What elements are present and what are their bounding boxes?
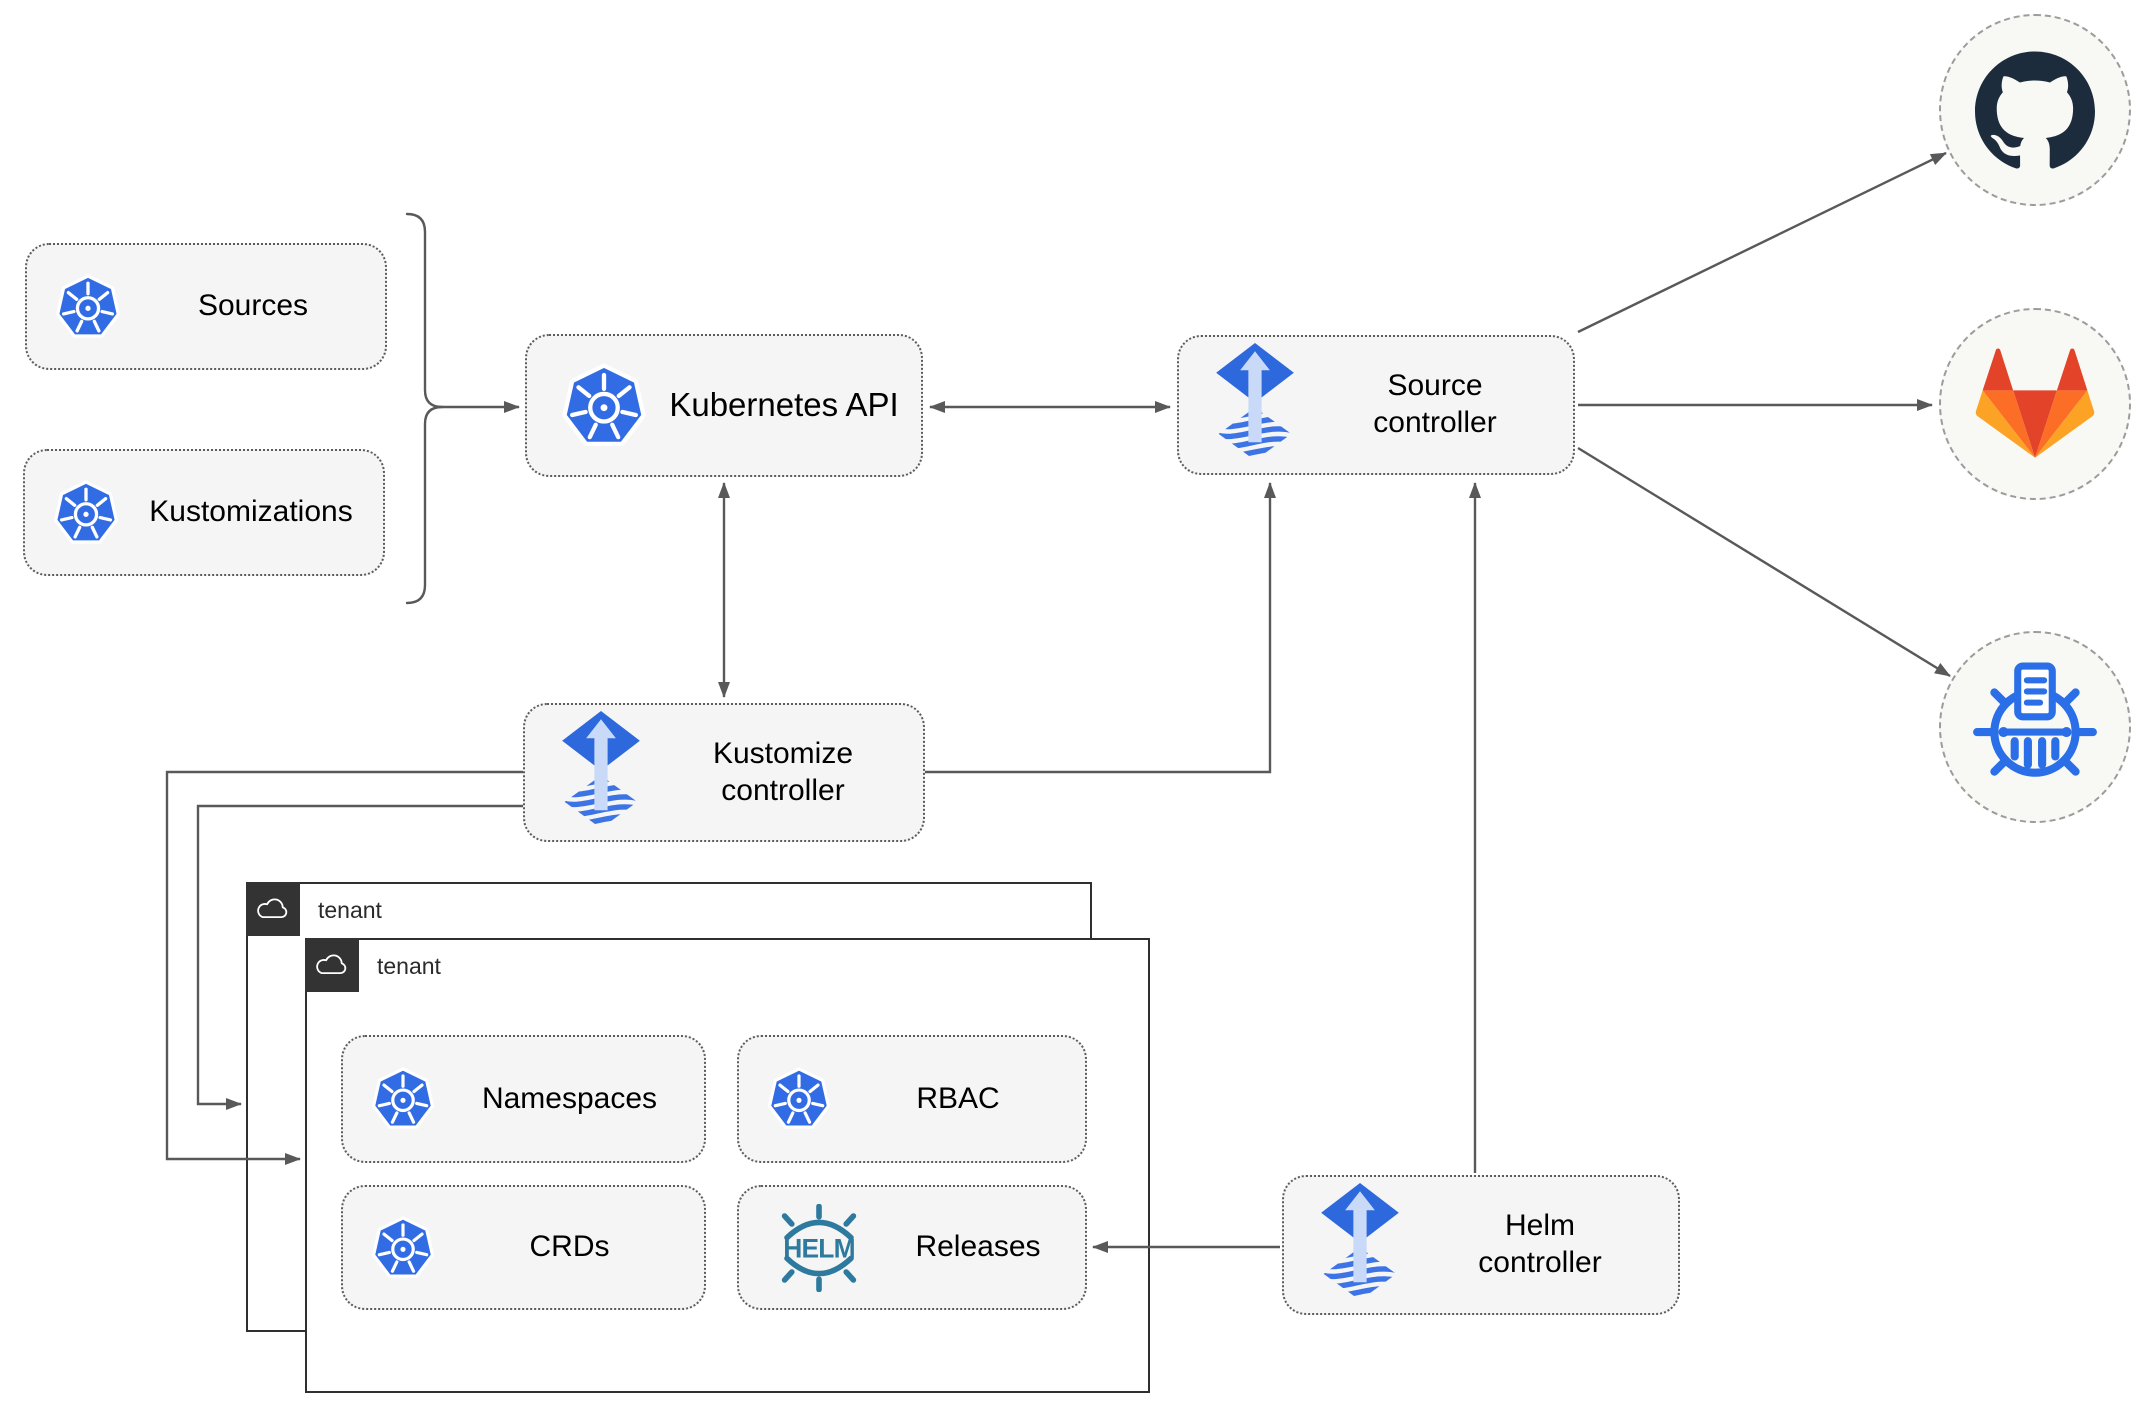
github-icon xyxy=(1975,50,2095,170)
tenant-badge xyxy=(245,881,300,936)
tenant-container-inner: tenant xyxy=(304,937,1150,1393)
sources-node: Sources xyxy=(25,243,387,370)
kubernetes-icon xyxy=(767,1067,831,1131)
bracket-sources-group xyxy=(405,212,444,409)
kubernetes-icon xyxy=(55,274,121,340)
cloud-icon xyxy=(314,951,350,979)
arrow-kustomize-to-source-controller xyxy=(925,482,1276,774)
helm-controller-label: Helm controller xyxy=(1478,1209,1602,1279)
releases-node: Releases xyxy=(737,1185,1087,1310)
crds-node: CRDs xyxy=(341,1185,706,1310)
crds-label: CRDs xyxy=(529,1230,610,1264)
bracket-sources-group-lower xyxy=(405,405,444,605)
flux-icon xyxy=(559,711,643,835)
kubernetes-icon xyxy=(371,1216,435,1280)
flux-icon xyxy=(1318,1183,1402,1307)
source-controller-label: Source controller xyxy=(1373,369,1497,439)
flux-icon xyxy=(1213,343,1297,467)
kustomizations-label: Kustomizations xyxy=(149,495,353,529)
kubernetes-icon xyxy=(561,363,647,449)
tenant-label: tenant xyxy=(377,953,441,979)
kubernetes-api-label: Kubernetes API xyxy=(669,386,899,424)
releases-label: Releases xyxy=(915,1230,1041,1264)
rbac-label: RBAC xyxy=(916,1081,1000,1115)
cloud-icon xyxy=(255,895,291,923)
kubernetes-icon xyxy=(53,480,119,546)
kustomizations-node: Kustomizations xyxy=(23,449,385,576)
gitlab-icon xyxy=(1974,346,2096,462)
kubernetes-api-node: Kubernetes API xyxy=(525,334,923,477)
namespaces-node: Namespaces xyxy=(341,1035,706,1163)
source-controller-node: Source controller xyxy=(1177,335,1575,475)
kustomize-controller-label: Kustomize controller xyxy=(712,736,854,807)
gitlab-endpoint xyxy=(1939,308,2131,500)
helm-controller-node: Helm controller xyxy=(1282,1175,1680,1315)
sources-label: Sources xyxy=(197,289,309,323)
arrow-source-to-registry xyxy=(1577,446,1951,678)
kustomize-controller-node: Kustomize controller xyxy=(523,703,925,842)
harbor-registry-icon xyxy=(1969,661,2101,793)
helm-icon xyxy=(767,1204,871,1292)
arrow-source-to-github xyxy=(1577,151,1947,334)
namespaces-label: Namespaces xyxy=(481,1081,658,1115)
tenant-badge xyxy=(304,937,359,992)
github-endpoint xyxy=(1939,14,2131,206)
tenant-label: tenant xyxy=(318,897,382,923)
rbac-node: RBAC xyxy=(737,1035,1087,1163)
registry-endpoint xyxy=(1939,631,2131,823)
kubernetes-icon xyxy=(371,1067,435,1131)
